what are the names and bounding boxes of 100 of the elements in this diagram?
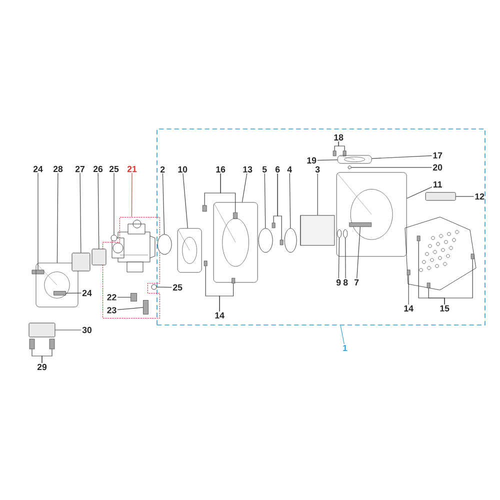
ring (284, 228, 297, 253)
leader-line (408, 274, 409, 305)
callout-number: 15 (440, 305, 450, 312)
housing (213, 202, 258, 283)
nut (151, 284, 157, 290)
leader-line (351, 167, 432, 168)
leader-line (56, 172, 58, 264)
bolt (32, 270, 44, 274)
callout-number: 19 (307, 157, 316, 164)
sticker (425, 192, 456, 201)
gasket (92, 248, 106, 266)
leader-line (345, 238, 346, 279)
callout-number: 1 (343, 344, 348, 352)
nut (110, 234, 118, 242)
callout-number: 14 (404, 305, 414, 312)
callout-number: 8 (343, 279, 348, 286)
bolt (29, 338, 35, 350)
group-outline (102, 216, 160, 319)
callout-number: 17 (433, 152, 442, 158)
intake-boot (177, 228, 202, 273)
screw (280, 240, 284, 246)
bolt (49, 338, 55, 350)
leader-line (182, 173, 188, 228)
dashed-outline (156, 128, 486, 326)
screw (233, 212, 238, 219)
leader-line (406, 186, 432, 199)
leader-line (264, 173, 266, 228)
callout-number: 24 (82, 290, 92, 296)
leader-line (456, 196, 474, 197)
leader-line (219, 283, 234, 312)
callout-number: 9 (336, 279, 341, 286)
leader-line (340, 325, 344, 344)
screw (204, 260, 208, 266)
leader-line (80, 172, 82, 254)
leader-line (277, 173, 282, 240)
leader-line (131, 172, 132, 218)
screw (406, 270, 410, 276)
callout-number: 13 (243, 166, 252, 173)
callout-number: 10 (178, 166, 188, 173)
bracket (337, 155, 372, 164)
leader-line (98, 172, 100, 250)
leader-line (317, 160, 338, 161)
leader-line (289, 173, 291, 228)
leader-line (117, 296, 131, 298)
washer (337, 229, 342, 238)
leader-line (317, 173, 318, 216)
callout-number: 30 (82, 326, 92, 334)
gasket (72, 252, 90, 272)
leader-line (66, 292, 82, 294)
hose-clamp (157, 234, 172, 255)
leader-line (156, 286, 172, 288)
screw (348, 166, 352, 170)
bolt (54, 291, 66, 296)
callout-number: 25 (109, 166, 119, 172)
callout-number: 29 (37, 364, 47, 370)
screw (470, 254, 474, 260)
screw (342, 150, 346, 156)
callout-number: 3 (315, 166, 320, 173)
callout-number: 27 (75, 166, 84, 172)
screw (272, 222, 276, 228)
screw (202, 205, 207, 212)
callout-number: 11 (434, 181, 442, 188)
callout-number: 26 (93, 166, 103, 172)
callout-number: 6 (275, 166, 280, 173)
gasket (28, 322, 56, 338)
jet (143, 300, 148, 314)
callout-number: 7 (354, 279, 359, 286)
leader-line (42, 348, 52, 364)
callout-number: 20 (433, 164, 442, 171)
callout-number: 24 (33, 166, 43, 172)
leader-line (162, 173, 165, 234)
screw (332, 150, 336, 156)
intake-manifold (36, 262, 78, 308)
leader-line (338, 141, 345, 152)
spring (349, 222, 372, 227)
cover (336, 172, 407, 257)
callout-number: 28 (53, 166, 63, 172)
callout-number: 21 (127, 166, 137, 172)
washer (343, 229, 348, 238)
leader-line (356, 226, 360, 279)
screw (416, 236, 420, 242)
leader-line (372, 155, 432, 159)
filter (300, 215, 335, 246)
screw (426, 282, 430, 288)
callout-number: 25 (173, 284, 182, 291)
leader-line (117, 307, 144, 310)
callout-number: 16 (216, 166, 226, 173)
screw (232, 278, 236, 284)
leader-line (220, 173, 236, 213)
callout-number: 23 (107, 307, 116, 314)
leader-line (338, 238, 340, 279)
jet (130, 293, 137, 302)
callout-number: 22 (107, 294, 116, 300)
callout-number: 12 (475, 193, 484, 200)
plate (258, 228, 273, 253)
callout-number: 5 (262, 166, 267, 172)
callout-number: 14 (215, 312, 224, 318)
callout-number: 4 (287, 166, 292, 172)
callout-number: 18 (334, 134, 344, 141)
leader-line (242, 173, 248, 202)
